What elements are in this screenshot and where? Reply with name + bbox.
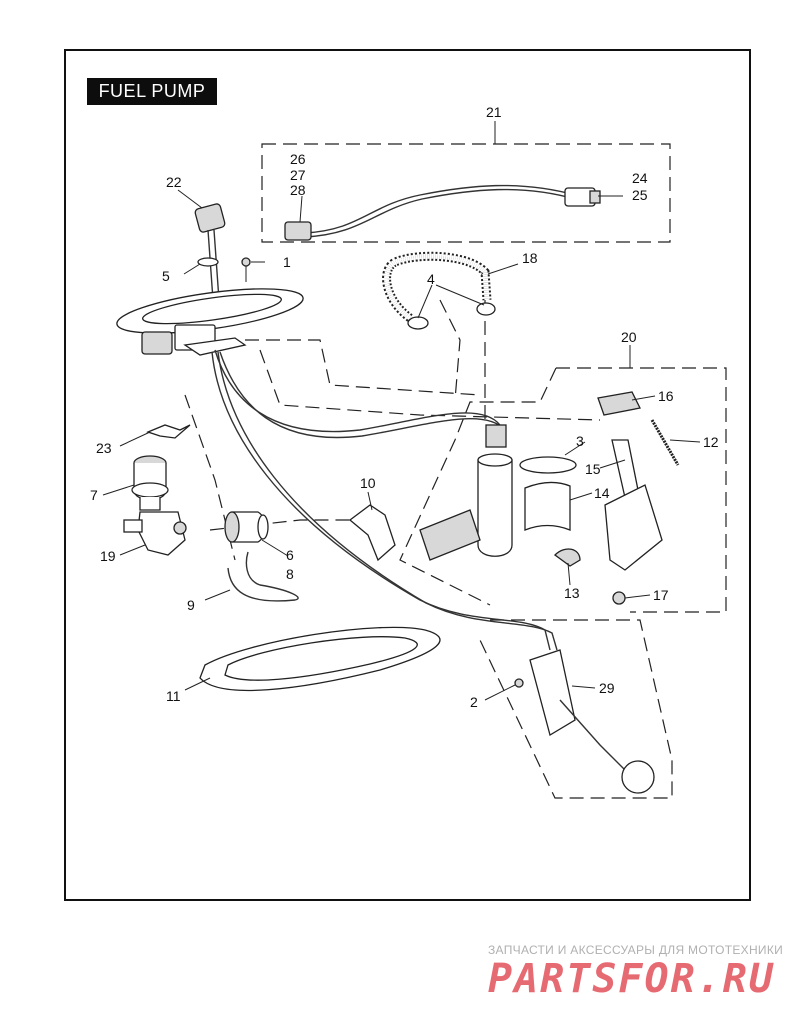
diagram-frame (64, 49, 751, 901)
pump-flange-plate (116, 288, 304, 356)
fuel-level-sender-part-29 (514, 649, 655, 794)
callout-2: 2 (470, 694, 478, 710)
screw-part-1 (241, 257, 251, 282)
callout-8: 8 (286, 566, 294, 582)
callout-17: 17 (653, 587, 669, 603)
callout-28: 28 (290, 182, 306, 198)
callout-15: 15 (585, 461, 601, 477)
dashed-guide-2 (259, 349, 601, 421)
callout-9: 9 (187, 597, 195, 613)
callout-12: 12 (703, 434, 719, 450)
callout-3: 3 (576, 433, 584, 449)
o-ring-part-5 (197, 257, 219, 267)
gasket-part-11 (199, 626, 441, 692)
callout-20: 20 (621, 329, 637, 345)
pressure-regulator-part-7 (131, 455, 169, 511)
sleeve-part-14 (524, 481, 571, 531)
callout-29: 29 (599, 680, 615, 696)
callout-22: 22 (166, 174, 182, 190)
leader-lines (102, 189, 701, 701)
fuel-filter-part-6 (224, 511, 269, 543)
watermark-caption: ЗАПЧАСТИ И АКСЕССУАРЫ ДЛЯ МОТОТЕХНИКИ (488, 943, 784, 957)
callout-24: 24 (632, 170, 648, 186)
callout-21: 21 (486, 104, 502, 120)
group-box-21 (261, 121, 671, 243)
callout-7: 7 (90, 487, 98, 503)
dashed-guide-3 (184, 394, 236, 561)
callout-27: 27 (290, 167, 306, 183)
dashed-guide-1 (245, 339, 481, 396)
diagram-title: FUEL PUMP (87, 78, 217, 105)
callout-5: 5 (162, 268, 170, 284)
callout-23: 23 (96, 440, 112, 456)
wiring-harness-part-21 (284, 184, 601, 241)
wire-loop-part-9 (227, 551, 299, 602)
fuel-pump-body (419, 424, 513, 561)
callout-18: 18 (522, 250, 538, 266)
callout-numbers: 1 2 3 4 5 6 7 8 9 10 11 12 13 14 15 16 1… (90, 104, 719, 710)
sender-wire-2 (217, 351, 558, 651)
callout-16: 16 (658, 388, 674, 404)
group-box-20 (399, 345, 727, 613)
sender-wire-1 (211, 351, 551, 651)
watermark-logo: PARTSFOR.RU (488, 956, 775, 1002)
fuel-hose-part-18 (382, 251, 492, 322)
pump-wire-1 (214, 349, 501, 433)
callout-6: 6 (286, 547, 294, 563)
callout-1: 1 (283, 254, 291, 270)
dashed-guide-6 (439, 299, 461, 401)
bracket-part-10 (348, 504, 396, 562)
clamp-part-3 (519, 456, 577, 474)
spring-part-12 (650, 419, 680, 466)
pump-wire-2 (219, 351, 506, 439)
callout-13: 13 (564, 585, 580, 601)
top-cap-part-16 (597, 391, 641, 416)
callout-4: 4 (427, 271, 435, 287)
hose-clamp-part-4 (407, 302, 496, 330)
callout-14: 14 (594, 485, 610, 501)
clip-part-23 (146, 424, 191, 439)
connector-part-22 (194, 203, 226, 301)
sender-bracket-assembly (554, 484, 663, 605)
callout-19: 19 (100, 548, 116, 564)
housing-part-19 (123, 511, 187, 556)
callout-11: 11 (166, 688, 181, 704)
callout-10: 10 (360, 475, 376, 491)
callout-25: 25 (632, 187, 648, 203)
callout-26: 26 (290, 151, 306, 167)
